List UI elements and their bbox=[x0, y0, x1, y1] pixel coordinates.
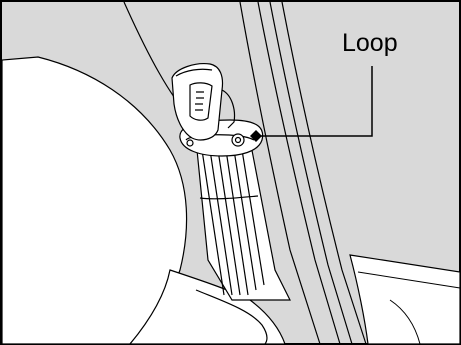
callout-label: Loop bbox=[342, 29, 398, 57]
